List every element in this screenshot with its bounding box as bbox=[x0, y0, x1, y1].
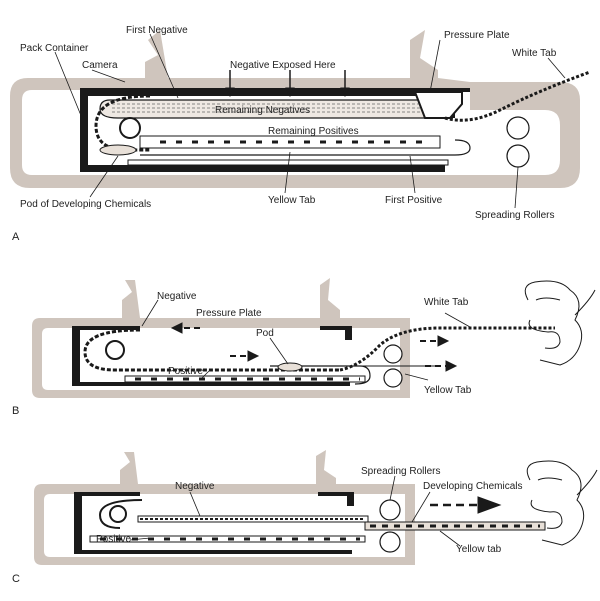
panel-label-a: A bbox=[12, 231, 20, 243]
panel-label-b: B bbox=[12, 405, 19, 417]
negative-b bbox=[83, 328, 340, 372]
white-tab-path-b bbox=[339, 326, 555, 372]
panel-c: Negative Positive Spreading Rollers Deve… bbox=[12, 450, 598, 585]
label-negative-exposed: Negative Exposed Here bbox=[230, 60, 336, 71]
label-spreading-rollers-c: Spreading Rollers bbox=[361, 466, 441, 477]
pod-a bbox=[99, 144, 137, 156]
hand-icon-c bbox=[526, 460, 598, 546]
label-remaining-negatives: Remaining Negatives bbox=[215, 105, 310, 116]
arrows-b bbox=[170, 322, 458, 372]
hand-icon-b bbox=[524, 280, 596, 366]
white-tab-path-a bbox=[444, 70, 591, 122]
panel-a: First Negative Pack Container Camera Neg… bbox=[10, 25, 591, 243]
label-remaining-positives: Remaining Positives bbox=[268, 126, 359, 137]
pull-arrow-c bbox=[430, 496, 502, 514]
label-positive-b: Positive bbox=[168, 366, 203, 377]
label-pod: Pod of Developing Chemicals bbox=[20, 199, 151, 210]
leaders-a bbox=[54, 33, 566, 209]
label-spreading-rollers: Spreading Rollers bbox=[475, 210, 555, 221]
negatives-stack-a bbox=[99, 99, 446, 119]
panel-b: Negative Pressure Plate White Tab Pod Po… bbox=[12, 278, 596, 417]
label-pressure-plate-b: Pressure Plate bbox=[196, 308, 262, 319]
label-yellow-tab: Yellow Tab bbox=[268, 195, 316, 206]
label-pack-container: Pack Container bbox=[20, 43, 89, 54]
roller-bottom-a bbox=[506, 144, 530, 168]
positive-band-c bbox=[89, 535, 366, 543]
label-first-positive: First Positive bbox=[385, 195, 443, 206]
label-pod-b: Pod bbox=[256, 328, 274, 339]
label-negative-c: Negative bbox=[175, 481, 215, 492]
pod-b bbox=[277, 362, 303, 372]
panel-label-c: C bbox=[12, 573, 20, 585]
yellow-tab-path-a bbox=[140, 139, 471, 156]
label-white-tab-b: White Tab bbox=[424, 297, 469, 308]
label-pressure-plate: Pressure Plate bbox=[444, 30, 510, 41]
label-yellow-tab-b: Yellow Tab bbox=[424, 385, 472, 396]
label-negative-b: Negative bbox=[157, 291, 197, 302]
label-developing-chemicals-c: Developing Chemicals bbox=[423, 481, 523, 492]
label-positive-c: Positive bbox=[96, 534, 131, 545]
pressure-plate-a bbox=[413, 91, 463, 119]
label-first-negative: First Negative bbox=[126, 25, 188, 36]
label-camera: Camera bbox=[82, 60, 118, 71]
roller-top-a bbox=[506, 116, 530, 140]
exposure-arrows-a bbox=[225, 70, 350, 98]
roller-bottom-c bbox=[379, 531, 401, 553]
roller-top-c bbox=[379, 499, 401, 521]
bottom-rail-a bbox=[127, 159, 449, 166]
label-yellow-tab-c: Yellow tab bbox=[456, 544, 502, 555]
label-white-tab: White Tab bbox=[512, 48, 557, 59]
